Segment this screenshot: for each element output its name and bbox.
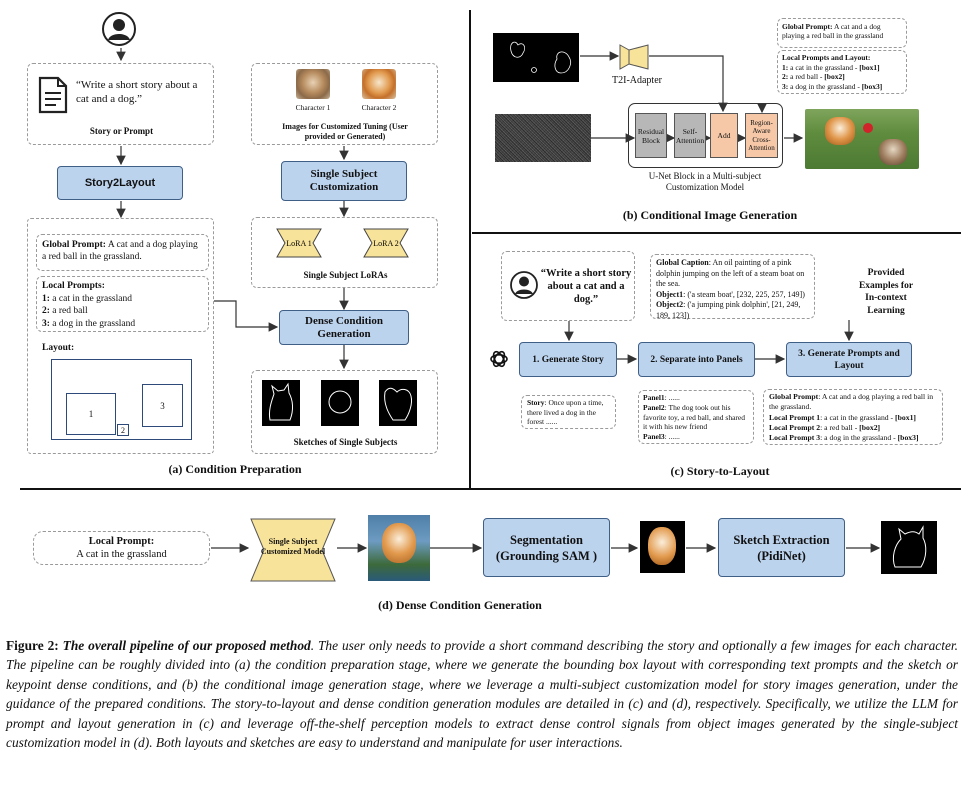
residual-block: Residual Block xyxy=(635,113,667,158)
sketches-label: Sketches of Single Subjects xyxy=(293,437,398,447)
character-2-image xyxy=(362,69,396,99)
add-block: Add xyxy=(710,113,738,158)
figure-caption: Figure 2: The overall pipeline of our pr… xyxy=(6,636,958,752)
layout-box-2: 2 xyxy=(117,424,129,436)
character-1-image xyxy=(296,69,330,99)
story-prompt-label: Story or Prompt xyxy=(89,126,154,136)
lora-1-label: LoRA 1 xyxy=(286,239,312,248)
panel-b-connectors xyxy=(580,51,804,143)
sketch-cat-image xyxy=(262,380,300,426)
panel-c-caption: (c) Story-to-Layout xyxy=(670,464,770,478)
panel-b-caption: (b) Conditional Image Generation xyxy=(622,208,798,222)
prompts-output-box: Global Prompt: A cat and a dog playing a… xyxy=(763,389,943,445)
dense-condition-box: Dense Condition Generation xyxy=(279,310,409,345)
customized-model-label: Single Subject Customized Model xyxy=(260,537,326,556)
sketch-dog-image xyxy=(379,380,417,426)
figure-title: The overall pipeline of our proposed met… xyxy=(62,638,311,653)
horizontal-separator-d xyxy=(20,488,961,490)
local-prompts-box: Local Prompts: 1: a cat in the grassland… xyxy=(36,276,209,332)
b-local-prompts-box: Local Prompts and Layout: 1: a cat in th… xyxy=(777,50,907,94)
user-icon xyxy=(510,271,538,299)
story-output-box: Story: Once upon a time, there lived a d… xyxy=(521,395,616,429)
lora-1-shape: LoRA 1 xyxy=(276,228,322,258)
story-prompt-box: “Write a short story about a cat and a d… xyxy=(27,63,214,145)
region-aware-block: Region-Aware Cross-Attention xyxy=(745,113,778,158)
lora-2-label: LoRA 2 xyxy=(373,239,399,248)
self-attention-block: Self-Attention xyxy=(674,113,706,158)
story2layout-box: Story2Layout xyxy=(57,166,183,200)
b-local-item: 3: a dog in the grassland - [box3] xyxy=(782,81,883,91)
b-local-item: 1: a cat in the grassland - [box1] xyxy=(782,62,880,72)
prompt-quote: “Write a short story about a cat and a d… xyxy=(76,79,198,105)
user-icon xyxy=(102,12,136,46)
generate-story-box: 1. Generate Story xyxy=(519,342,617,377)
t2i-adapter-label: T2I-Adapter xyxy=(612,75,662,86)
c-user-prompt-box: “Write a short story about a cat and a d… xyxy=(501,251,635,321)
figure-body: . The user only needs to provide a short… xyxy=(6,638,958,751)
global-prompt-box: Global Prompt: A cat and a dog playing a… xyxy=(36,234,209,271)
noise-image xyxy=(495,114,591,162)
segmentation-box: Segmentation (Grounding SAM ) xyxy=(483,518,610,577)
panel-a-caption: (a) Condition Preparation xyxy=(168,462,302,476)
sketch-extraction-box: Sketch Extraction (PidiNet) xyxy=(718,518,845,577)
panel-a-connectors xyxy=(116,48,349,370)
example-box: Global Caption: An oil painting of a pin… xyxy=(650,254,815,320)
layout-canvas: 1 2 3 xyxy=(51,359,192,440)
t2i-adapter-shape xyxy=(619,44,649,70)
lora-2-shape: LoRA 2 xyxy=(363,228,409,258)
b-global-prompt-box: Global Prompt: A cat and a dog playing a… xyxy=(777,18,907,48)
openai-icon xyxy=(490,350,508,368)
document-icon xyxy=(38,76,68,114)
horizontal-separator-bc xyxy=(472,232,961,234)
local-prompt-item: 1: a cat in the grassland xyxy=(42,293,132,304)
sketch-condition-image xyxy=(493,33,579,82)
sketch-ball-image xyxy=(321,380,359,426)
layout-box-3: 3 xyxy=(142,384,183,427)
global-prompt-text: A cat and a dog playing a red ball in th… xyxy=(42,240,198,262)
single-subject-customization-box: Single Subject Customization xyxy=(281,161,407,201)
provided-examples-label: Provided Examples for In-context Learnin… xyxy=(858,268,914,316)
figure-label: Figure 2: xyxy=(6,638,59,653)
panel-d-caption: (d) Dense Condition Generation xyxy=(378,598,542,612)
character-1-label: Character 1 xyxy=(295,103,331,112)
global-prompt-head: Global Prompt: xyxy=(42,240,106,250)
panel-d-connectors xyxy=(211,543,881,553)
vertical-separator xyxy=(469,10,471,488)
loras-box: LoRA 1 LoRA 2 Single Subject LoRAs xyxy=(251,217,438,288)
sketches-box: Sketches of Single Subjects xyxy=(251,370,438,454)
segmented-dog-image xyxy=(640,521,685,573)
generated-dog-image xyxy=(368,515,430,581)
images-box: Character 1 Character 2 Images for Custo… xyxy=(251,63,438,145)
unet-block xyxy=(628,103,783,168)
b-local-item: 2: a red ball - [box2] xyxy=(782,72,845,81)
panel-c-connectors xyxy=(564,320,854,364)
c-prompt-quote: “Write a short story about a cat and a d… xyxy=(540,268,632,305)
extracted-sketch-image xyxy=(881,521,937,574)
local-prompt-item: 2: a red ball xyxy=(42,306,88,316)
panels-output-box: Panel1: ...... Panel2: The dog took out … xyxy=(638,390,754,444)
local-prompt-item: 3: a dog in the grassland xyxy=(42,318,136,329)
separate-panels-box: 2. Separate into Panels xyxy=(638,342,755,377)
unet-label: U-Net Block in a Multi-subject Customiza… xyxy=(648,171,762,192)
layout-box-1: 1 xyxy=(66,393,116,435)
d-local-prompt-box: Local Prompt: A cat in the grassland xyxy=(33,531,210,565)
layout-head: Layout: xyxy=(42,343,75,353)
generated-image xyxy=(805,109,919,169)
local-prompts-head: Local Prompts: xyxy=(42,281,105,291)
character-2-label: Character 2 xyxy=(361,103,397,112)
generate-prompts-box: 3. Generate Prompts and Layout xyxy=(786,342,912,377)
loras-label: Single Subject LoRAs xyxy=(303,270,388,280)
customized-model-shape xyxy=(250,518,336,582)
images-label: Images for Customized Tuning (User provi… xyxy=(282,122,408,141)
